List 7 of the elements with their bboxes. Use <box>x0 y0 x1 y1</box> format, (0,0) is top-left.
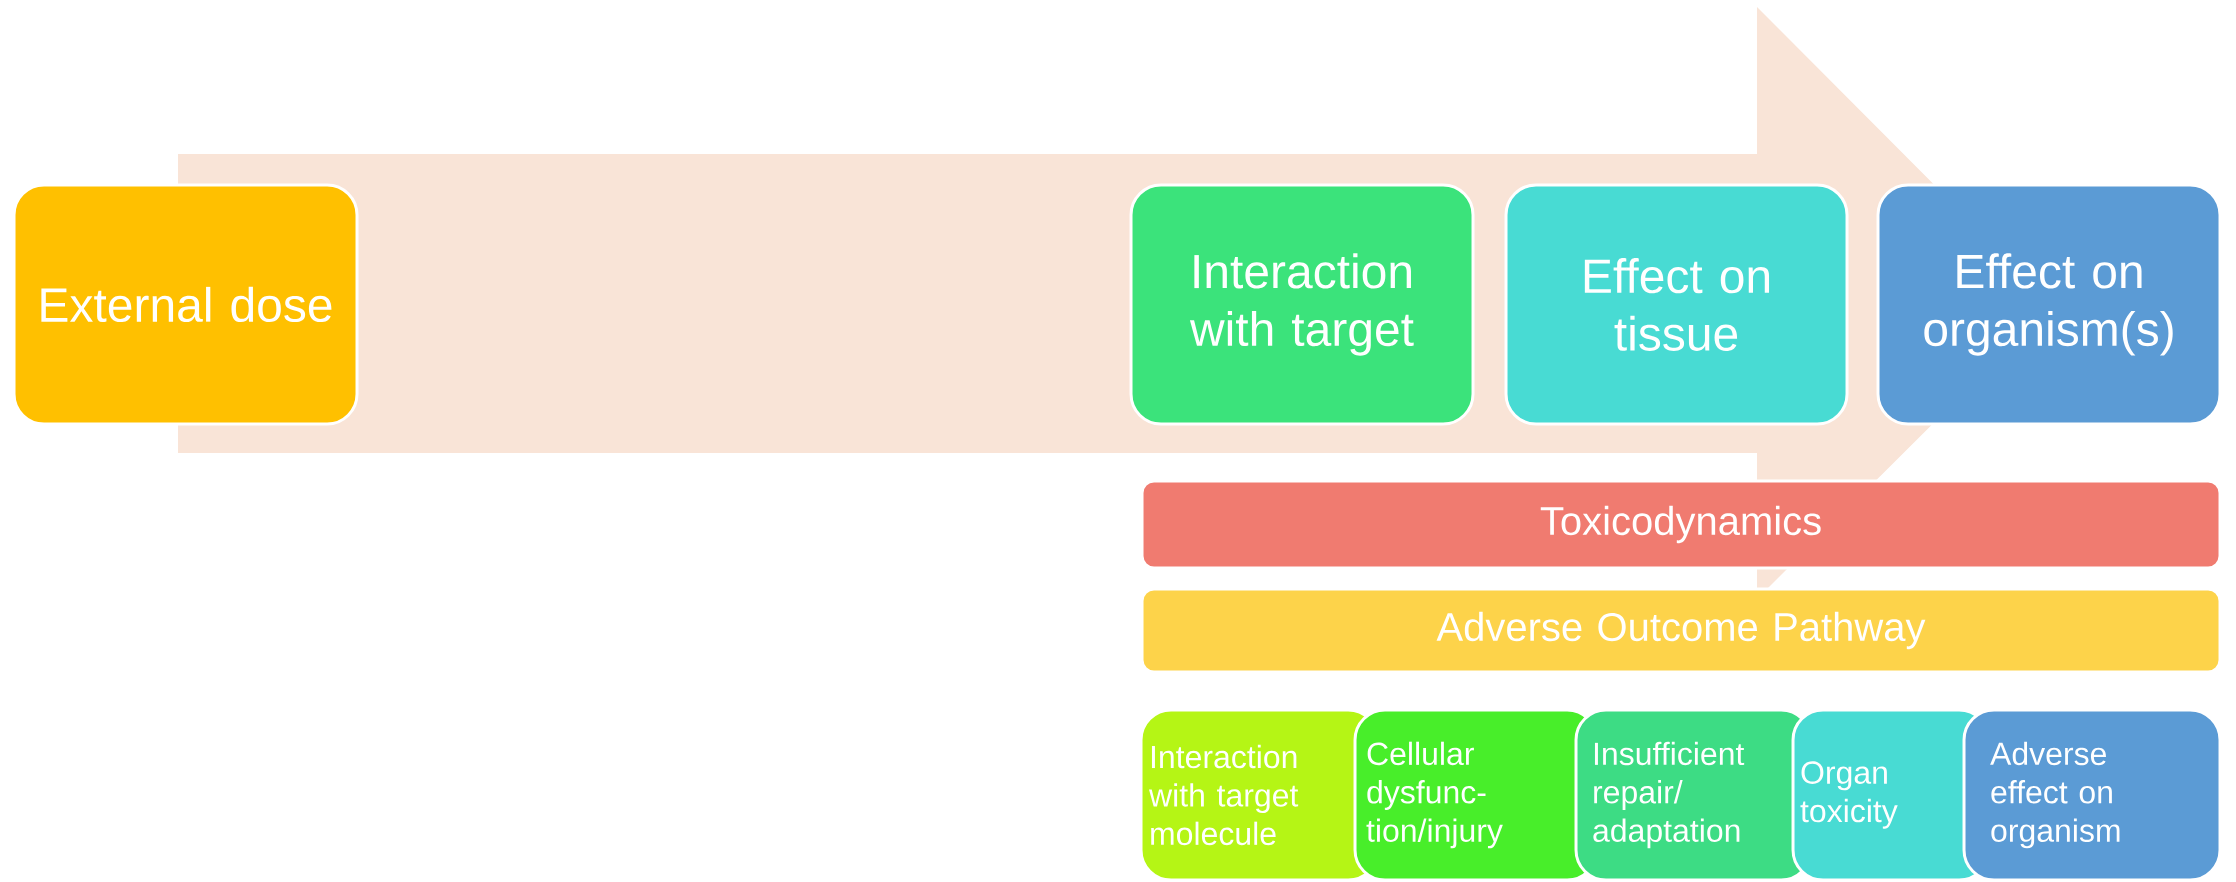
process-box: Effect on organism(s) <box>1876 183 2222 426</box>
step-box: Adverse effect on organism <box>1962 708 2222 882</box>
process-box: Interaction with target <box>1129 183 1475 426</box>
process-box: Effect on tissue <box>1504 183 1849 426</box>
band: Toxicodynamics <box>1140 479 2222 570</box>
process-box: External dose <box>12 183 359 426</box>
band: Adverse Outcome Pathway <box>1140 587 2222 674</box>
